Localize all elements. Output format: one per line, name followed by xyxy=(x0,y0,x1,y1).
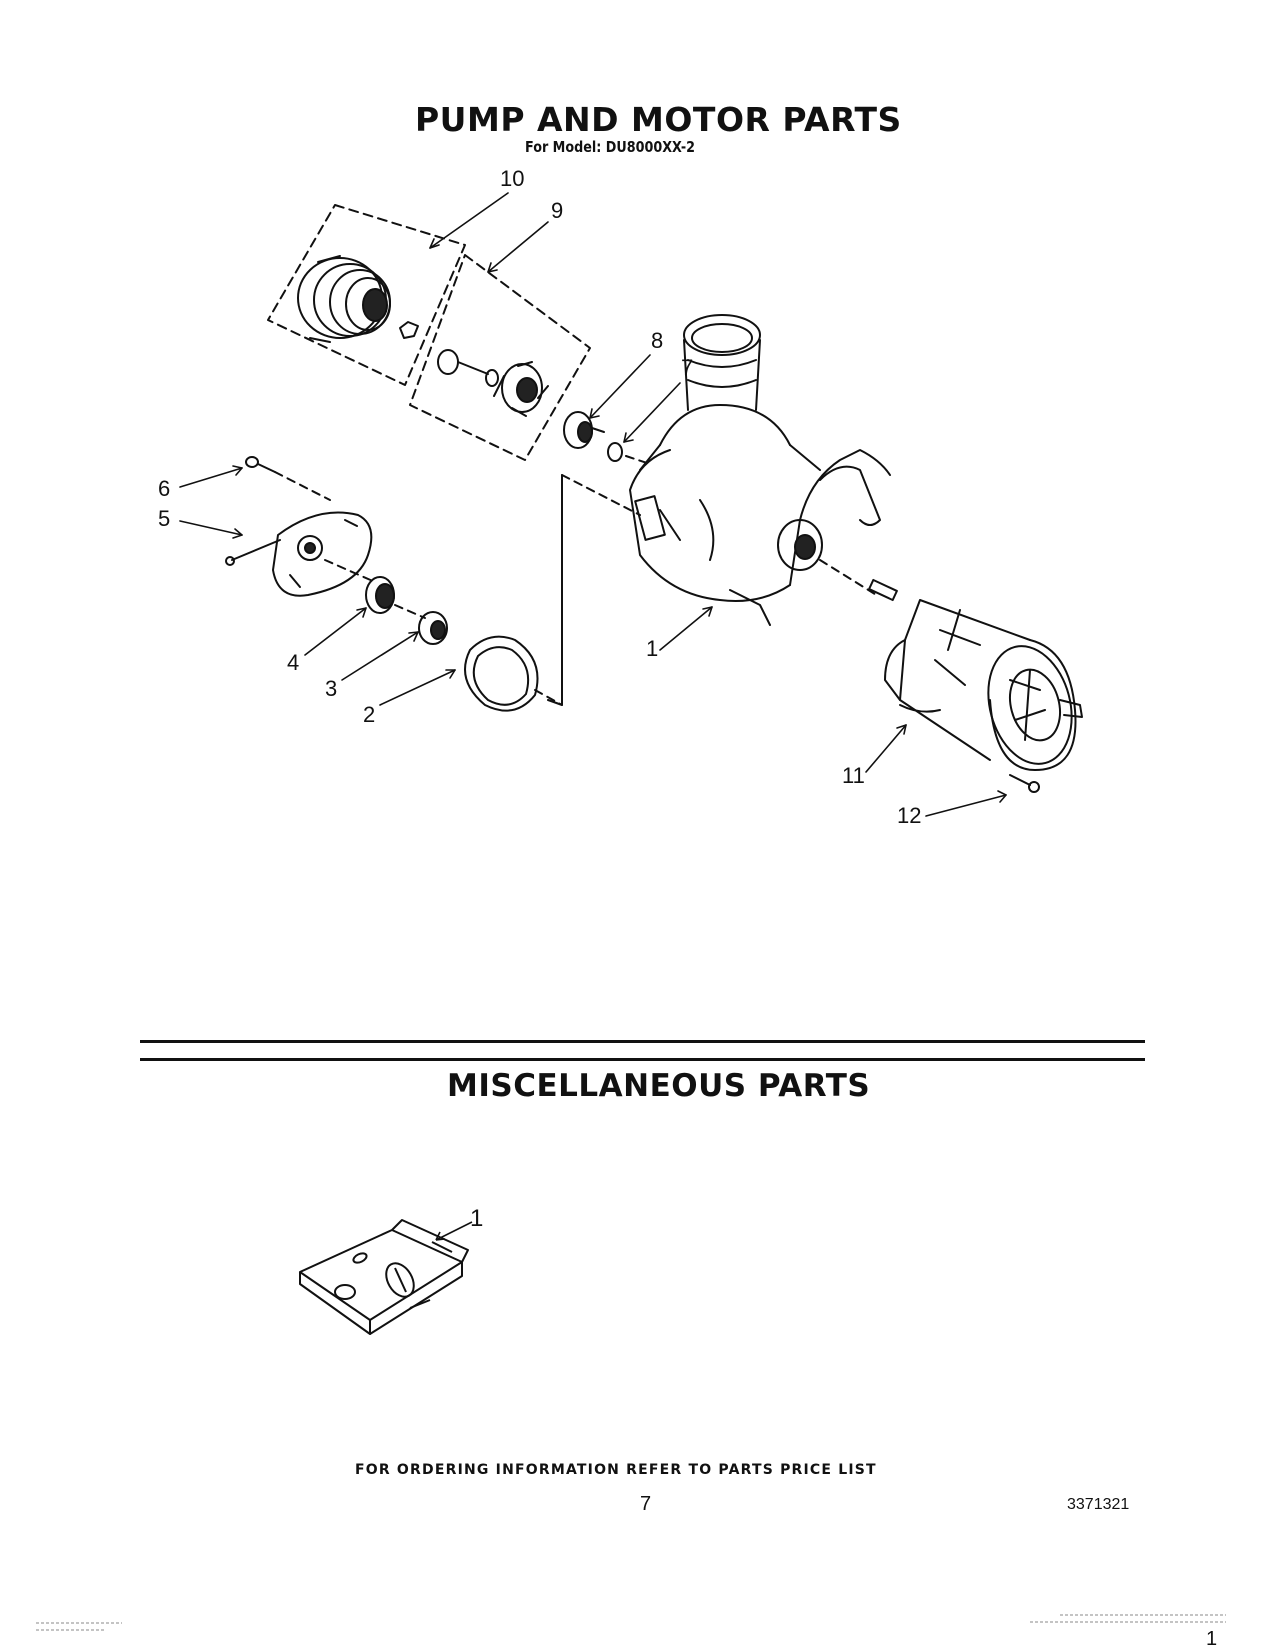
callout-6: 6 xyxy=(158,476,171,501)
section-divider-bottom xyxy=(140,1058,1145,1061)
misc-item-1-bracket xyxy=(299,1219,473,1335)
document-number: 3371321 xyxy=(1067,1496,1130,1513)
item-6-screw xyxy=(245,456,331,501)
corner-mark: 1 xyxy=(1206,1628,1218,1650)
model-subtitle: For Model: DU8000XX-2 xyxy=(525,138,696,156)
item-8-seal xyxy=(563,411,605,449)
fine-print-right xyxy=(1030,1614,1226,1623)
callout-5: 5 xyxy=(158,506,171,531)
misc-section-title: MISCELLANEOUS PARTS xyxy=(447,1068,871,1104)
item-12-screw xyxy=(1009,774,1040,793)
page-number: 7 xyxy=(640,1493,652,1515)
callout-1: 1 xyxy=(646,636,659,661)
ordering-note: FOR ORDERING INFORMATION REFER TO PARTS … xyxy=(355,1462,877,1478)
callout-10: 10 xyxy=(500,166,525,191)
section-divider-top xyxy=(140,1040,1145,1043)
item-4-bearing xyxy=(365,576,395,614)
fine-print-left xyxy=(36,1622,122,1631)
item-5-cover-plate xyxy=(225,511,373,597)
callout-8: 8 xyxy=(651,328,664,353)
item-9-dashed-box xyxy=(409,254,591,461)
callout-11: 11 xyxy=(842,763,865,788)
item-7-washer xyxy=(607,442,623,462)
callout-leader-lines xyxy=(179,192,1007,817)
callout-3: 3 xyxy=(325,676,338,701)
item-10-dashed-box xyxy=(267,204,466,386)
item-9-impeller xyxy=(437,349,549,417)
callout-7: 7 xyxy=(681,355,694,380)
item-2-gasket xyxy=(464,635,539,712)
item-3-seal xyxy=(418,611,448,645)
callout-9: 9 xyxy=(551,198,564,223)
pump-section-title: PUMP AND MOTOR PARTS xyxy=(415,100,902,139)
item-11-motor xyxy=(819,559,1083,771)
misc-callout-1: 1 xyxy=(470,1205,484,1232)
callout-4: 4 xyxy=(287,650,300,675)
item-10-filter-drum xyxy=(297,255,419,343)
item-1-pump-housing xyxy=(629,314,891,626)
callout-2: 2 xyxy=(363,702,376,727)
callout-12: 12 xyxy=(897,803,922,828)
